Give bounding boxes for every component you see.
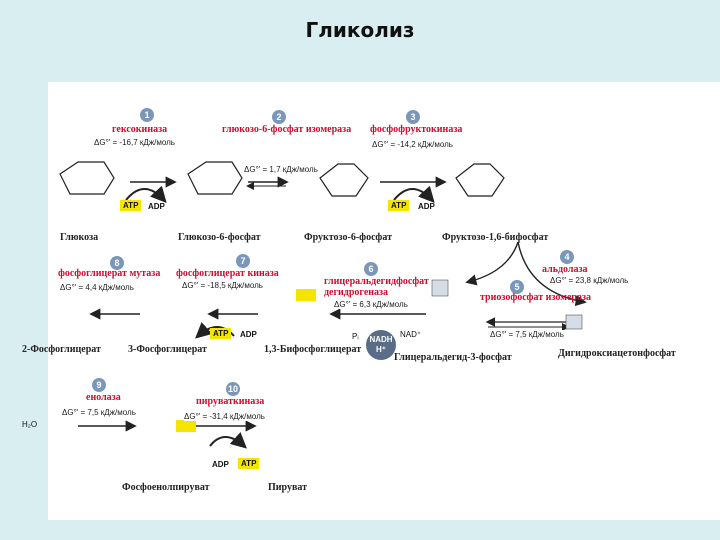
f6p-ring xyxy=(319,163,369,197)
aldehyde-box xyxy=(431,279,449,297)
glycolysis-diagram: 1 гексокиназа ΔG°' = -16,7 кДж/моль ATP … xyxy=(22,82,720,520)
nadh-label: NADH xyxy=(369,335,393,344)
delta-g-step-4: ΔG°' = 23,8 кДж/моль xyxy=(550,276,629,285)
atp-label: ATP xyxy=(210,328,232,339)
enzyme-g6p-isomerase: глюкозо-6-фосфат изомераза xyxy=(222,124,352,135)
step-number: 3 xyxy=(406,110,420,124)
delta-g-step-5: ΔG°' = 7,5 кДж/моль xyxy=(490,330,564,339)
enzyme-pyruvate-kinase: пируваткиназа xyxy=(196,396,265,407)
compound-g3p: Глицеральдегид-3-фосфат xyxy=(394,352,512,363)
nadh-circle: NADH H⁺ xyxy=(366,330,396,360)
nadplus-label: NAD⁺ xyxy=(400,330,422,339)
delta-g-step-10: ΔG°' = -31,4 кДж/моль xyxy=(184,412,265,421)
atp-curve-10 xyxy=(209,432,247,449)
phosphate-group xyxy=(296,289,316,301)
compound-pyruvate: Пируват xyxy=(268,482,308,493)
slide-title: Гликолиз xyxy=(305,18,415,42)
step-number: 5 xyxy=(510,280,524,294)
enzyme-gapdh: глицеральдегидфосфат дегидрогеназа xyxy=(324,276,429,298)
compound-3pg: 3-Фосфоглицерат xyxy=(128,344,207,355)
enzyme-triosephosphate-isomerase: триозофосфат изомераза xyxy=(480,292,591,303)
delta-g-step-8: ΔG°' = 4,4 кДж/моль xyxy=(60,283,134,292)
f16bp-ring xyxy=(455,163,505,197)
delta-g-step-3: ΔG°' = -14,2 кДж/моль xyxy=(372,140,453,149)
adp-label: ADP xyxy=(148,202,165,211)
ketone-box xyxy=(565,314,583,330)
atp-label: ATP xyxy=(120,200,142,211)
step-number: 10 xyxy=(226,382,240,396)
compound-dhap: Дигидроксиацетонфосфат xyxy=(558,348,676,359)
step-number: 4 xyxy=(560,250,574,264)
delta-g-step-1: ΔG°' = -16,7 кДж/моль xyxy=(94,138,175,147)
hplus-label: H⁺ xyxy=(376,345,386,354)
phosphate-group xyxy=(176,420,196,432)
compound-bpg: 1,3-Бифосфоглицерат xyxy=(264,344,362,355)
enzyme-hexokinase: гексокиназа xyxy=(112,124,168,135)
arrow-step-4b xyxy=(465,241,519,286)
adp-label: ADP xyxy=(240,330,257,339)
enzyme-phosphofructokinase: фосфофруктокиназа xyxy=(370,124,463,135)
water-label: H₂O xyxy=(22,420,38,429)
compound-g6p: Глюкозо-6-фосфат xyxy=(178,232,261,243)
arrow-step-4a xyxy=(517,241,587,307)
delta-g-step-7: ΔG°' = -18,5 кДж/моль xyxy=(182,281,263,290)
compound-f6p: Фруктозо-6-фосфат xyxy=(304,232,392,243)
compound-glucose: Глюкоза xyxy=(60,232,99,243)
delta-g-step-6: ΔG°' = 6,3 кДж/моль xyxy=(334,300,408,309)
step-number: 6 xyxy=(364,262,378,276)
step-number: 9 xyxy=(92,378,106,392)
pathway-graphics xyxy=(59,161,587,449)
enzyme-enolase: енолаза xyxy=(86,392,121,403)
enzyme-phosphoglycerate-mutase: фосфоглицерат мутаза xyxy=(58,268,161,279)
delta-g-step-2: ΔG°' = 1,7 кДж/моль xyxy=(244,165,318,174)
enzyme-aldolase: альдолаза xyxy=(542,264,588,275)
step-number: 1 xyxy=(140,108,154,122)
atp-label: ATP xyxy=(238,458,260,469)
compound-f16bp: Фруктозо-1,6-бифосфат xyxy=(442,232,549,243)
g6p-ring xyxy=(187,161,243,195)
glucose-ring xyxy=(59,161,115,195)
step-number: 8 xyxy=(110,256,124,270)
atp-curve-1 xyxy=(125,185,167,203)
step-number: 7 xyxy=(236,254,250,268)
enzyme-phosphoglycerate-kinase: фосфоглицерат киназа xyxy=(176,268,279,279)
pi-label: Pᵢ xyxy=(352,332,359,341)
compound-2pg: 2-Фосфоглицерат xyxy=(22,344,101,355)
atp-curve-3 xyxy=(393,185,435,203)
adp-label: ADP xyxy=(418,202,435,211)
step-number: 2 xyxy=(272,110,286,124)
adp-label: ADP xyxy=(212,460,229,469)
compound-pep: Фосфоенолпируват xyxy=(122,482,210,493)
delta-g-step-9: ΔG°' = 7,5 кДж/моль xyxy=(62,408,136,417)
atp-label: ATP xyxy=(388,200,410,211)
